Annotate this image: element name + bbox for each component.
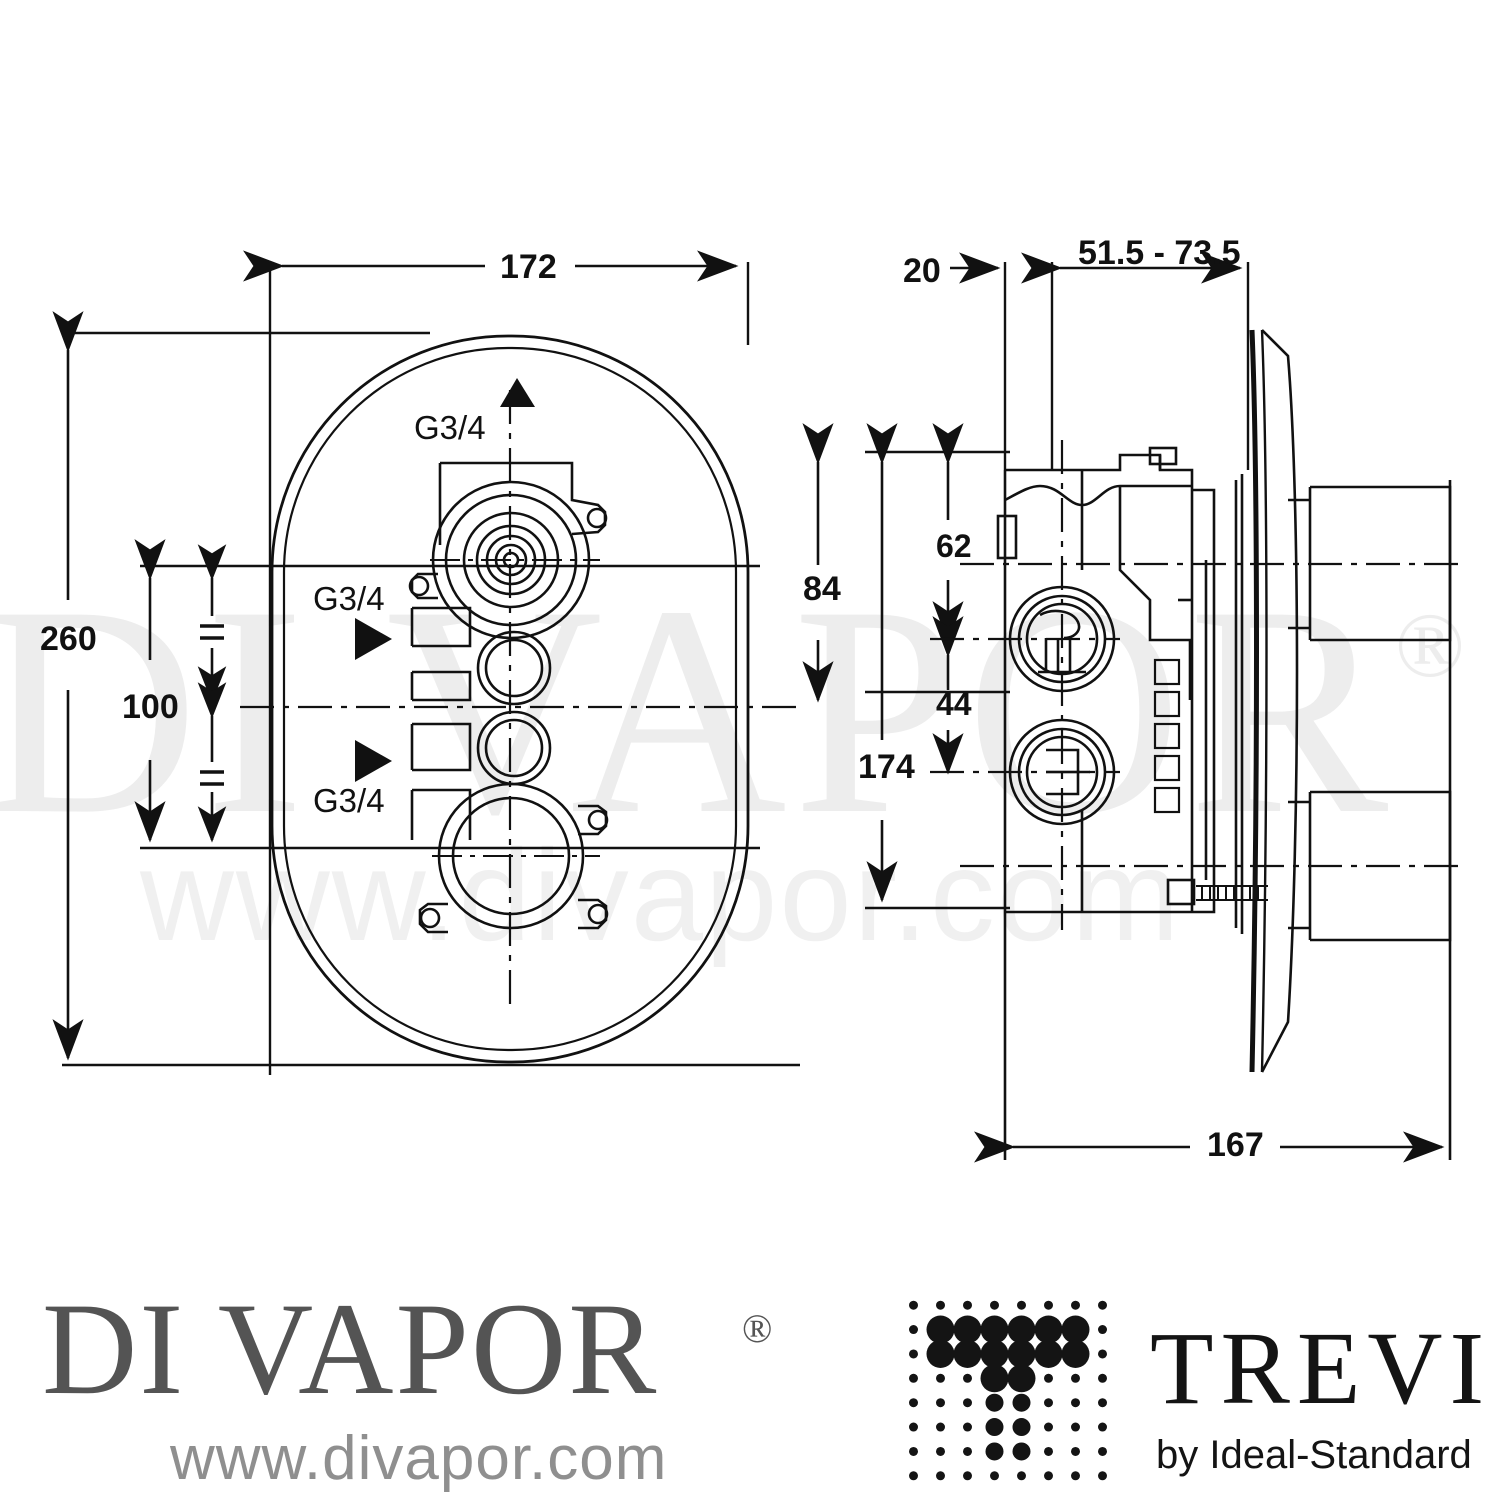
dim-label-515-735: 51.5 - 73.5 (1078, 234, 1241, 272)
port-label-top: G3/4 (414, 409, 486, 446)
centre-lines (240, 390, 800, 1010)
port-label-middle: G3/4 (313, 580, 385, 617)
dim-label-62: 62 (936, 528, 972, 564)
dim-label-100: 100 (122, 688, 179, 726)
footer-logos: DI VAPOR ® www.divapor.com TREVI by Idea… (0, 1275, 1500, 1500)
upper-valve (408, 461, 608, 640)
trevi-logo: TREVI by Ideal-Standard (900, 1293, 1484, 1488)
front-plate-outline (270, 334, 750, 1064)
dim-label-167: 167 (1207, 1126, 1264, 1164)
trevi-dot-matrix-icon (909, 1300, 1107, 1481)
lower-valve (410, 782, 609, 934)
side-valve-body (996, 446, 1194, 914)
dim-symmetry (197, 544, 227, 843)
dim-label-174: 174 (858, 748, 915, 786)
watermark-registered-icon: ® (1395, 594, 1465, 696)
middle-ports (410, 606, 552, 786)
dim-label-44: 44 (936, 686, 972, 722)
triangle-right-icon-2 (355, 740, 392, 782)
trevi-tagline: by Ideal-Standard (1156, 1433, 1472, 1477)
side-ribs (1153, 658, 1181, 814)
registered-icon: ® (742, 1306, 773, 1351)
side-collar (1166, 488, 1216, 914)
engineering-drawing (52, 250, 1460, 1163)
port-label-lower: G3/4 (313, 782, 385, 819)
divapor-url: www.divapor.com (170, 1424, 668, 1493)
triangle-up-icon (500, 378, 535, 407)
dim-label-260: 260 (40, 620, 97, 658)
divapor-wordmark: DI VAPOR (42, 1275, 659, 1422)
side-centre-lines (930, 440, 1460, 930)
divapor-logo: DI VAPOR ® www.divapor.com (42, 1275, 782, 1494)
triangle-right-icon-1 (355, 618, 392, 660)
dim-label-20: 20 (903, 252, 941, 290)
dim-label-172: 172 (500, 248, 557, 286)
escutcheon-plate (1234, 329, 1299, 1073)
dim-167 (974, 480, 1452, 1163)
trevi-wordmark: TREVI (1150, 1311, 1492, 1426)
dim-label-84: 84 (803, 570, 841, 608)
